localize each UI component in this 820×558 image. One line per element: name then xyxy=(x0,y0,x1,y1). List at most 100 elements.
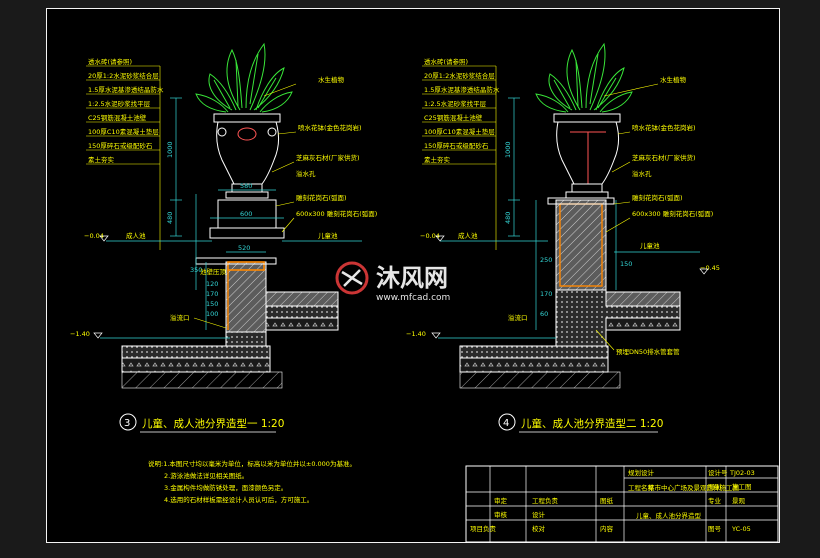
left-water-lines xyxy=(100,240,362,339)
layer-label-r3: 1.5厚水泥基渗透结晶防水 xyxy=(424,85,500,94)
layer-label-5: C25钢筋混凝土池壁 xyxy=(88,113,147,122)
dim-100: 100 xyxy=(206,310,218,318)
left-planter xyxy=(213,113,281,199)
drawing-sheet xyxy=(46,8,780,543)
layer-label-r7: 150厚碎石或级配砂石 xyxy=(424,141,489,150)
right-dim-text: 1000 480 250 170 60 150 xyxy=(504,141,632,318)
callout-child-pool: 成人池 xyxy=(126,231,146,240)
callout-r-planter: 喷水花钵(金色花岗岩) xyxy=(632,123,696,132)
callout-overflow: 溢水孔 xyxy=(296,169,316,178)
dim-580: 580 xyxy=(240,182,252,190)
tb-r5: 校对 xyxy=(532,524,546,533)
layer-label-3: 1.5厚水泥基渗透结晶防水 xyxy=(88,85,164,94)
left-plinth xyxy=(209,199,285,239)
tb-r8: 内容 xyxy=(600,524,614,533)
left-view-title-text: 儿童、成人池分界造型一 1:20 xyxy=(142,417,284,430)
left-layer-labels: 透水砖(请参照) 20厚1:2水泥砂浆结合层 1.5厚水泥基渗透结晶防水 1:2… xyxy=(88,57,164,164)
layer-label-6: 100厚C10素混凝土垫层 xyxy=(88,127,159,136)
layer-label-r6: 100厚C10素混凝土垫层 xyxy=(424,127,495,136)
dim-480: 480 xyxy=(166,212,174,224)
dim-600: 600 xyxy=(240,210,252,218)
tb-r4: 设计 xyxy=(532,510,546,519)
callout-r-lower-stone: 雕刻花岗石(弧面) xyxy=(632,193,683,202)
right-water-lines xyxy=(438,240,700,339)
layer-label-r5: C25钢筋混凝土池壁 xyxy=(424,113,483,122)
right-elev-markers xyxy=(431,235,709,339)
tb-project-label: 工程名称 xyxy=(628,483,655,492)
callout-r-base-stone: 600x300 雕刻花岗石(弧面) xyxy=(632,209,713,218)
note-3: 3.金属构件均做防锈处理，面漆颜色另定。 xyxy=(164,483,287,492)
tb-r2: 审核 xyxy=(494,510,508,519)
tb-stage: 施工图 xyxy=(732,482,752,491)
callout-right-pool: 儿童池 xyxy=(318,231,338,240)
title-block: 规划设计 工程名称 某市中心广场及景观园林施工图 设计号 TJ02-03 图别 … xyxy=(465,465,779,543)
watermark-brand: 沐风网 xyxy=(376,264,448,292)
tb-drawing-name: 儿童、成人池分界造型 xyxy=(636,511,702,520)
right-view-title: 4 儿童、成人池分界造型二 1:20 xyxy=(498,413,663,433)
left-dim-text: 1000 480 580 600 520 350 120 170 150 100 xyxy=(166,141,252,318)
tb-company: 规划设计 xyxy=(628,468,655,477)
callout-r-pipe: 预埋DN50排水管套管 xyxy=(616,347,680,356)
layer-label-r2: 20厚1:2水泥砂浆结合层 xyxy=(424,71,495,80)
tb-drawing-num-label: 图号 xyxy=(708,525,722,533)
right-leader-lines xyxy=(422,65,497,250)
elev-mid-right: −0.45 xyxy=(700,264,720,272)
tb-r3: 项目负责 xyxy=(470,524,497,533)
right-callout-leaders xyxy=(595,83,659,351)
callout-r-drain: 溢流口 xyxy=(508,313,528,322)
right-dimensions xyxy=(508,97,617,330)
watermark-url: www.mfcad.com xyxy=(376,293,450,303)
callout-r-right-pool: 儿童池 xyxy=(640,241,660,250)
right-view: 透水砖(请参照) 20厚1:2水泥砂浆结合层 1.5厚水泥基渗透结晶防水 1:2… xyxy=(406,42,720,433)
left-dimensions xyxy=(170,97,284,330)
right-plinth-wall xyxy=(459,197,681,389)
watermark: 沐风网 www.mfcad.com xyxy=(335,261,450,303)
note-2: 2.游泳池做法详见相关图纸。 xyxy=(164,471,248,480)
tb-project-name: 某市中心广场及景观园林施工图 xyxy=(648,483,739,492)
dim-r-1000: 1000 xyxy=(504,141,512,158)
dim-r-480: 480 xyxy=(504,212,512,224)
right-callouts: 水生植物 喷水花钵(金色花岗岩) 芝麻灰石材(厂家供货) 溢水孔 雕刻花岗石(弧… xyxy=(458,75,713,356)
dim-r-60: 60 xyxy=(540,310,548,318)
layer-label-1: 透水砖(请参照) xyxy=(88,57,132,66)
left-view-title: 3 儿童、成人池分界造型一 1:20 xyxy=(119,413,284,433)
callout-wall-cap: 池壁压顶 xyxy=(200,267,227,276)
tb-r1: 审定 xyxy=(494,496,508,505)
left-wall-section xyxy=(121,257,339,389)
layer-label-7: 150厚碎石或级配砂石 xyxy=(88,141,153,150)
right-elevations: −0.04 −0.45 −1.40 xyxy=(406,232,720,338)
elev-top-left: −0.04 xyxy=(84,232,104,240)
elev-bottom-right: −1.40 xyxy=(406,330,426,338)
layer-label-r8: 素土夯实 xyxy=(424,155,451,164)
dim-350: 350 xyxy=(190,266,202,274)
layer-label-r4: 1:2.5水泥砂浆找平层 xyxy=(424,99,487,108)
callout-r-child-pool: 成人池 xyxy=(458,231,478,240)
dim-r-150: 150 xyxy=(620,260,632,268)
note-1: 说明:1.本图尺寸均以毫米为单位，标高以米为单位并以±0.000为基准。 xyxy=(148,459,356,468)
dim-r-170: 170 xyxy=(540,290,552,298)
dim-520: 520 xyxy=(238,244,250,252)
left-plant xyxy=(195,42,293,113)
right-view-title-text: 儿童、成人池分界造型二 1:20 xyxy=(521,417,663,430)
dim-1000: 1000 xyxy=(166,141,174,158)
note-4: 4.选用的石材样板需经设计人员认可后，方可施工。 xyxy=(164,495,313,504)
dim-120: 120 xyxy=(206,280,218,288)
callout-plant: 水生植物 xyxy=(318,75,345,84)
left-leader-lines xyxy=(86,65,161,250)
tb-drawing-num: YC-05 xyxy=(731,525,751,533)
tb-profession-label: 专业 xyxy=(708,496,722,505)
tb-r6: 工程负责 xyxy=(532,496,559,505)
dim-170: 170 xyxy=(206,290,218,298)
callout-drain: 溢流口 xyxy=(170,313,190,322)
left-callout-leaders xyxy=(193,83,297,329)
tb-stage-label: 图别 xyxy=(708,482,721,491)
layer-label-r1: 透水砖(请参照) xyxy=(424,57,468,66)
right-layer-labels: 透水砖(请参照) 20厚1:2水泥砂浆结合层 1.5厚水泥基渗透结晶防水 1:2… xyxy=(424,57,500,164)
right-plant xyxy=(535,42,633,113)
left-callouts: 水生植物 喷水花钵(金色花岗岩) 芝麻灰石材(厂家供货) 溢水孔 雕刻花岗石(弧… xyxy=(126,75,377,322)
layer-label-4: 1:2.5水泥砂浆找平层 xyxy=(88,99,151,108)
left-elev-markers xyxy=(93,235,109,339)
callout-r-overflow: 溢水孔 xyxy=(632,169,652,178)
dim-150: 150 xyxy=(206,300,218,308)
callout-r-stone-cap: 芝麻灰石材(厂家供货) xyxy=(632,153,696,162)
